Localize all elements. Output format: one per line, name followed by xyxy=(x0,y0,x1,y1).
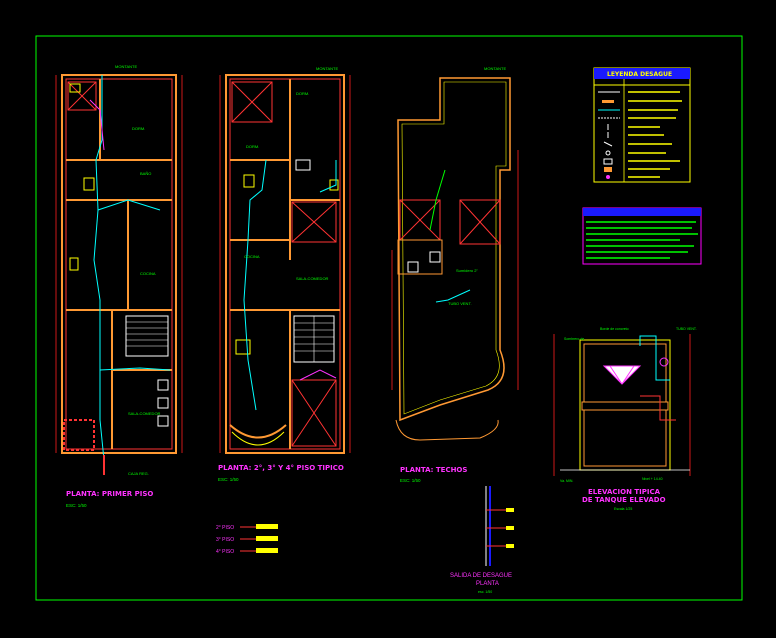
roof-scale: ESC: 1/50 xyxy=(400,478,421,483)
tank-elevation: Sombrero de TUBO VENT. Borde de concreto… xyxy=(553,327,697,483)
svg-text:Va. MIN.: Va. MIN. xyxy=(560,479,573,483)
legend-title: LEYENDA DESAGUE xyxy=(607,71,672,78)
svg-text:BAÑO: BAÑO xyxy=(140,171,151,176)
outlet-detail xyxy=(485,486,514,566)
svg-text:Borde de concreto: Borde de concreto xyxy=(600,327,629,331)
outlet-title: SALIDA DE DESAGUE xyxy=(450,573,512,579)
svg-text:DORM.: DORM. xyxy=(296,91,309,96)
drawing-frame xyxy=(35,35,743,601)
svg-text:Nivel + 14.40: Nivel + 14.40 xyxy=(642,477,663,481)
elevation-scale: Escala 1/25 xyxy=(614,507,632,511)
outlet-subtitle: PLANTA xyxy=(476,581,499,587)
svg-text:SALA-COMEDOR: SALA-COMEDOR xyxy=(128,411,161,416)
svg-text:Sumidero 2": Sumidero 2" xyxy=(456,268,478,273)
first-floor-plan: MONTANTE BAÑO DORM. COCINA SALA-COMEDOR … xyxy=(55,64,183,476)
svg-text:TUBO VENT.: TUBO VENT. xyxy=(676,327,697,331)
roof-plan: MONTANTE TUBO VENT. Sumidero 2" xyxy=(391,66,519,441)
drainage-legend xyxy=(593,67,691,183)
notes-box xyxy=(582,207,702,265)
floor-label-4: 4° PISO xyxy=(216,549,234,555)
floor-label-3: 3° PISO xyxy=(216,537,234,543)
floor-markers xyxy=(240,524,278,553)
first-floor-title: PLANTA: PRIMER PISO xyxy=(66,490,153,498)
svg-text:MONTANTE: MONTANTE xyxy=(484,66,506,71)
svg-text:DORM.: DORM. xyxy=(132,126,145,131)
typical-floor-title: PLANTA: 2°, 3° Y 4° PISO TIPICO xyxy=(218,464,344,472)
svg-text:COCINA: COCINA xyxy=(244,254,260,259)
outlet-scale: esc. 1/50 xyxy=(478,590,492,594)
elevation-title-2: DE TANQUE ELEVADO xyxy=(582,496,666,504)
svg-text:SALA-COMEDOR: SALA-COMEDOR xyxy=(296,276,329,281)
svg-text:Sombrero de: Sombrero de xyxy=(564,337,584,341)
svg-text:MONTANTE: MONTANTE xyxy=(316,66,338,71)
svg-text:DORM.: DORM. xyxy=(246,144,259,149)
elevation-title-1: ELEVACION TIPICA xyxy=(588,488,661,496)
svg-text:CAJA REG.: CAJA REG. xyxy=(128,471,149,476)
svg-text:COCINA: COCINA xyxy=(140,271,156,276)
first-floor-scale: ESC: 1/50 xyxy=(66,503,87,508)
typical-floor-plan: DORM. DORM. COCINA SALA-COMEDOR MONTANTE xyxy=(219,66,351,454)
svg-text:MONTANTE: MONTANTE xyxy=(115,64,137,69)
typical-floor-scale: ESC: 1/50 xyxy=(218,477,239,482)
roof-title: PLANTA: TECHOS xyxy=(400,466,467,474)
floor-label-2: 2° PISO xyxy=(216,525,234,531)
svg-text:TUBO VENT.: TUBO VENT. xyxy=(448,301,472,306)
